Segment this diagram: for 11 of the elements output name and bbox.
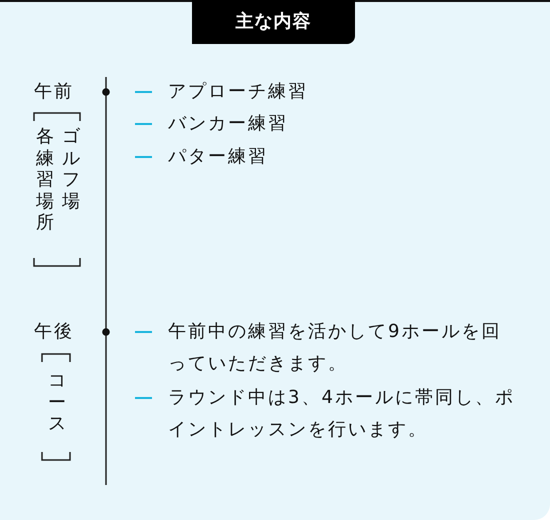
list-item-text: アプローチ練習 <box>168 80 309 104</box>
list-item-text: ラウンド中は3、4ホールに帯同し、ポイントレッスンを行います。 <box>168 386 516 442</box>
list-item-text: パター練習 <box>168 145 269 169</box>
title-tab: 主な内容 <box>192 0 355 44</box>
vertical-label: ゴルフ場 <box>62 126 80 212</box>
list-item-text: バンカー練習 <box>168 112 289 136</box>
vertical-label: コース <box>48 370 66 435</box>
label-text: 午前 <box>34 80 75 104</box>
vertical-label: 各練習場所 <box>36 126 54 234</box>
label-text: 午後 <box>34 320 75 344</box>
list-item-text: 午前中の練習を活かして9ホールを回っていただきます。 <box>168 320 502 376</box>
